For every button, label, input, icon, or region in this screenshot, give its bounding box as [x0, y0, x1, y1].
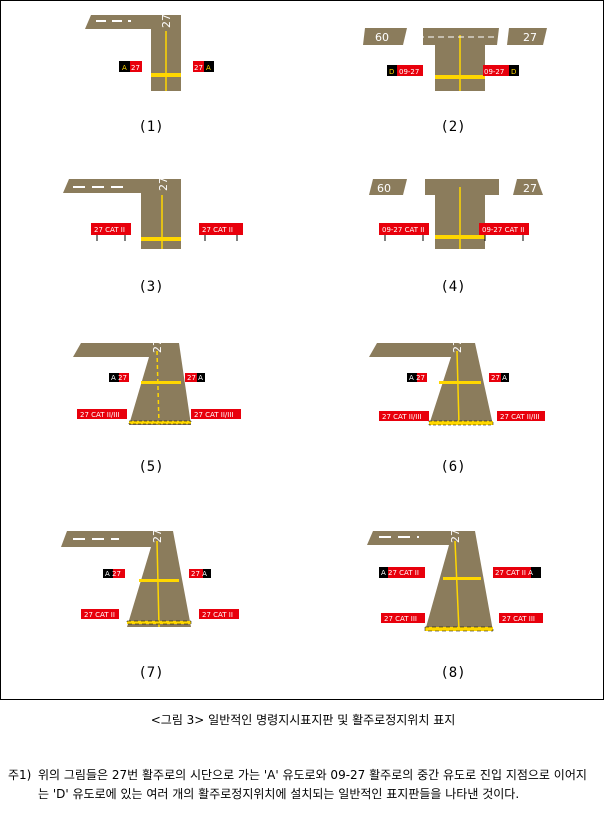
- svg-text:27 A: 27 A: [491, 374, 507, 382]
- diagram-5: 27 A 27 27 A 27 CAT II/III 27 CAT II/III: [73, 339, 241, 426]
- svg-text:27 CAT II A: 27 CAT II A: [495, 569, 533, 577]
- diagram-2: 60 27 D 09-27 09-27 D: [363, 28, 547, 91]
- panel-label-2: (2): [440, 119, 466, 135]
- svg-text:27: 27: [151, 339, 164, 353]
- svg-text:27 A: 27 A: [191, 570, 207, 578]
- sign-27-cat-ii-left: 27 CAT II: [91, 223, 131, 241]
- sign-d-09-27: D 09-27: [387, 65, 423, 76]
- footnote-text: 위의 그림들은 27번 활주로의 시단으로 가는 'A' 유도로와 09-27 …: [38, 768, 587, 801]
- panel-label-8: (8): [440, 665, 466, 681]
- sign-09-27-d: 09-27 D: [483, 65, 519, 76]
- footnote-marker: 주1): [8, 768, 32, 782]
- svg-text:27 CAT II: 27 CAT II: [84, 611, 115, 619]
- svg-text:27: 27: [523, 182, 537, 195]
- panel-label-3: (3): [138, 279, 164, 295]
- svg-text:A: A: [122, 64, 127, 72]
- diagram-6: 27 A 27 27 A 27 CAT II/III 27 CAT II/III: [369, 339, 545, 426]
- svg-text:A 27: A 27: [105, 570, 121, 578]
- panel-6: 27 A 27 27 A 27 CAT II/III 27 CAT II/III…: [303, 331, 603, 501]
- panel-label-5: (5): [138, 459, 164, 475]
- svg-text:A 27: A 27: [409, 374, 425, 382]
- svg-text:D: D: [511, 68, 516, 76]
- diagram-8: 27 A 27 CAT II 27 CAT II A 27 CAT III 27…: [367, 529, 543, 632]
- svg-text:27: 27: [523, 31, 537, 44]
- svg-text:27 CAT II/III: 27 CAT II/III: [500, 413, 539, 421]
- panel-2: 60 27 D 09-27 09-27 D (2): [303, 1, 603, 171]
- svg-text:27 CAT III: 27 CAT III: [384, 615, 417, 623]
- svg-text:27: 27: [451, 339, 464, 353]
- sign-a-27: A 27: [119, 61, 142, 72]
- svg-text:27 CAT III: 27 CAT III: [502, 615, 535, 623]
- runway-number-27: 27: [160, 14, 173, 28]
- svg-text:27 CAT II/III: 27 CAT II/III: [194, 411, 233, 419]
- svg-text:09-27 CAT II: 09-27 CAT II: [482, 226, 524, 234]
- svg-text:D: D: [389, 68, 394, 76]
- svg-text:27 CAT II: 27 CAT II: [202, 226, 233, 234]
- sign-27-cat-ii-right: 27 CAT II: [199, 223, 243, 241]
- svg-text:A: A: [206, 64, 211, 72]
- figure-caption: <그림 3> 일반적인 명령지시표지판 및 활주로정지위치 표지: [150, 713, 456, 727]
- svg-text:27 CAT II/III: 27 CAT II/III: [80, 411, 119, 419]
- panel-7: 27 A 27 27 A 27 CAT II 27 CAT II (7): [1, 523, 301, 693]
- panel-5: 27 A 27 27 A 27 CAT II/III 27 CAT II/III…: [1, 331, 301, 501]
- svg-text:09-27: 09-27: [399, 68, 419, 76]
- panel-label-7: (7): [138, 665, 164, 681]
- svg-text:60: 60: [377, 182, 391, 195]
- svg-text:27 CAT II/III: 27 CAT II/III: [382, 413, 421, 421]
- diagram-3: 27 27 CAT II 27 CAT II: [63, 177, 243, 249]
- svg-text:A 27: A 27: [111, 374, 127, 382]
- svg-text:27: 27: [157, 177, 170, 191]
- panel-8: 27 A 27 CAT II 27 CAT II A 27 CAT III 27…: [303, 523, 603, 693]
- sign-09-27-cat-ii-right: 09-27 CAT II: [479, 223, 529, 241]
- panel-label-1: (1): [138, 119, 164, 135]
- svg-text:A 27 CAT II: A 27 CAT II: [381, 569, 419, 577]
- panel-label-4: (4): [440, 279, 466, 295]
- svg-text:27: 27: [151, 529, 164, 543]
- svg-text:60: 60: [375, 31, 389, 44]
- svg-text:27 A: 27 A: [187, 374, 203, 382]
- svg-text:09-27 CAT II: 09-27 CAT II: [382, 226, 424, 234]
- panel-4: 60 27 09-27 CAT II 09-27 CAT II (4): [303, 165, 603, 335]
- panel-label-6: (6): [440, 459, 466, 475]
- svg-text:27 CAT II: 27 CAT II: [202, 611, 233, 619]
- svg-text:27: 27: [131, 64, 140, 72]
- sign-09-27-cat-ii-left: 09-27 CAT II: [379, 223, 429, 241]
- svg-text:27 CAT II: 27 CAT II: [94, 226, 125, 234]
- panel-3: 27 27 CAT II 27 CAT II (3): [1, 165, 301, 335]
- svg-text:27: 27: [449, 529, 462, 543]
- svg-text:27: 27: [194, 64, 203, 72]
- svg-text:09-27: 09-27: [484, 68, 504, 76]
- diagram-7: 27 A 27 27 A 27 CAT II 27 CAT II: [61, 529, 239, 628]
- diagram-4: 60 27 09-27 CAT II 09-27 CAT II: [369, 179, 543, 249]
